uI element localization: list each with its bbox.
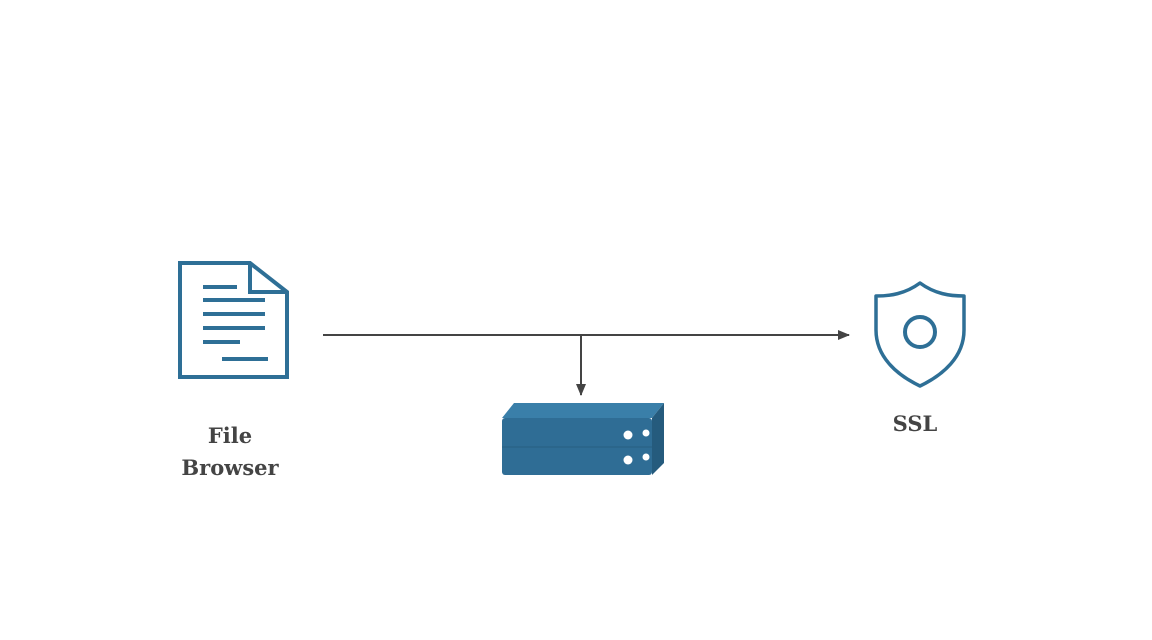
server-icon (502, 403, 664, 475)
file-browser-label: File Browser (160, 420, 300, 484)
document-icon (178, 261, 289, 379)
ssl-label: SSL (860, 408, 970, 440)
file-browser-label-line2: Browser (181, 455, 279, 480)
ssl-label-text: SSL (892, 411, 938, 436)
file-browser-label-line1: File (207, 423, 253, 448)
shield-icon (874, 281, 966, 388)
